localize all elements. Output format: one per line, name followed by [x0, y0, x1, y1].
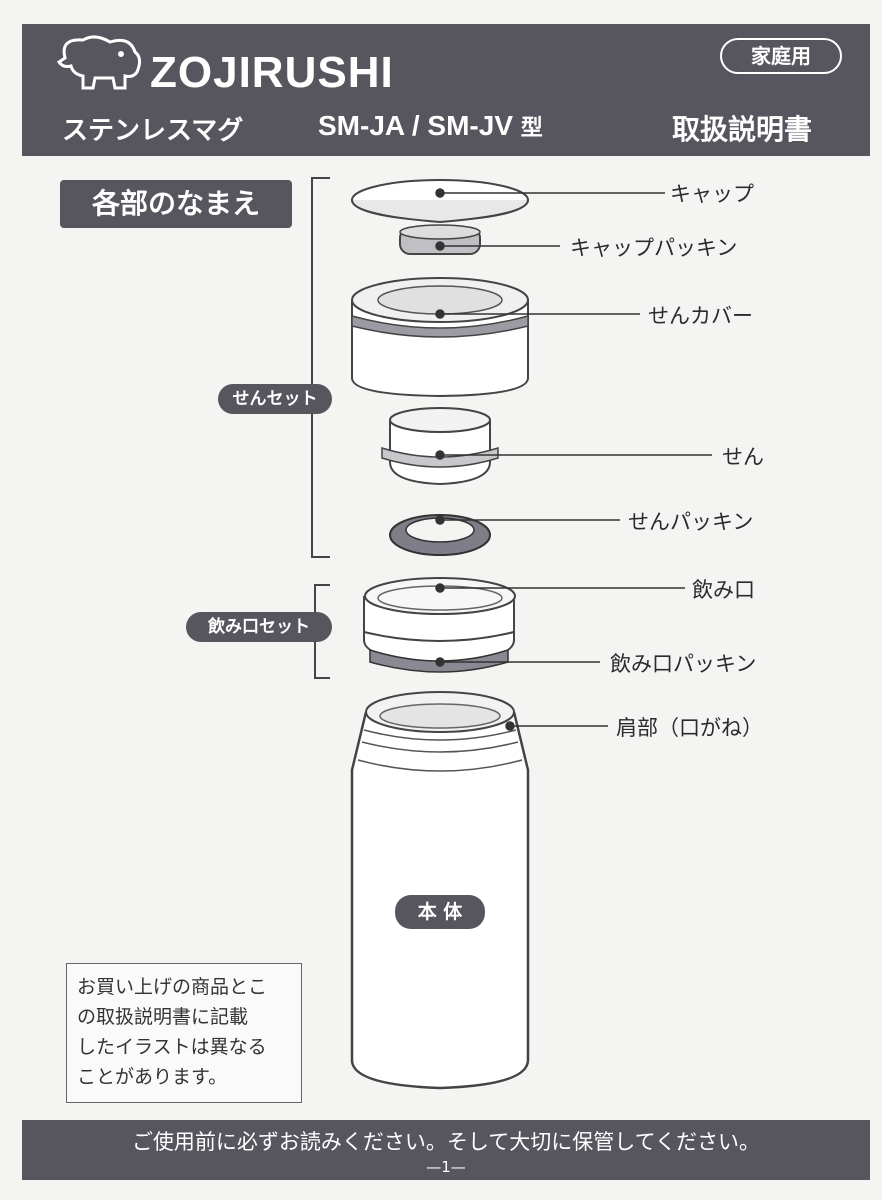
cap-packing-drawing [399, 224, 481, 255]
brand-name: ZOJIRUSHI [150, 48, 394, 97]
mouth-set-label: 飲み口セット [186, 612, 332, 642]
elephant-logo-icon [55, 28, 155, 102]
household-badge: 家庭用 [720, 38, 842, 74]
product-name: ステンレスマグ [62, 116, 244, 146]
illustration-note: お買い上げの商品とこ の取扱説明書に記載 したイラストは異なる ことがあります。 [66, 963, 302, 1103]
manual-title: 取扱説明書 [672, 113, 813, 146]
footer-notice: ご使用前に必ずお読みください。そして大切に保管してください。 [131, 1130, 761, 1154]
stopper-packing-label: せんパッキン [628, 510, 754, 534]
stopper-set-label: せんセット [218, 384, 332, 414]
stopper-label: せん [722, 445, 764, 469]
footer-banner: ご使用前に必ずお読みください。そして大切に保管してください。 —1— [22, 1120, 870, 1180]
page-number: —1— [426, 1158, 466, 1176]
cap-drawing [351, 179, 529, 224]
stopper-cover-drawing [351, 277, 529, 398]
cap-label: キャップ [670, 182, 754, 206]
shoulder-label: 肩部（口がね） [616, 716, 763, 740]
body-drawing [350, 691, 530, 1090]
cap-packing-label: キャップパッキン [570, 236, 738, 260]
section-title: 各部のなまえ [60, 180, 292, 228]
model-number: SM-JA / SM-JV 型 [318, 110, 543, 141]
stopper-packing-drawing [389, 514, 491, 556]
stopper-cover-label: せんカバー [648, 304, 753, 328]
mouth-packing-label: 飲み口パッキン [610, 652, 757, 676]
mouth-label: 飲み口 [692, 578, 755, 602]
stopper-drawing [381, 407, 499, 486]
body-label: 本 体 [395, 895, 485, 929]
